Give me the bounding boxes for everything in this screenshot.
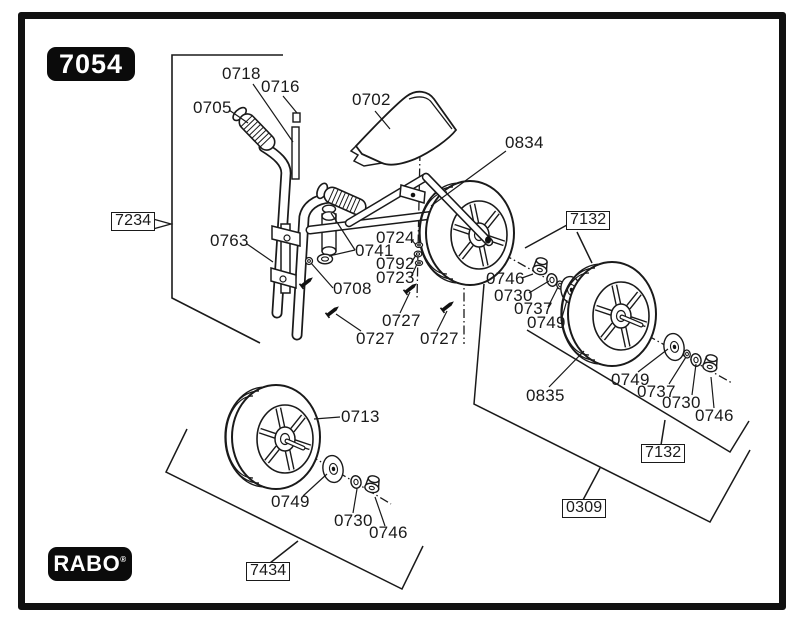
part-label-0737-1: 0737 xyxy=(514,299,553,318)
hub-disc-0749 xyxy=(320,453,346,485)
part-label-0727-2: 0727 xyxy=(356,329,395,348)
frame-beam xyxy=(305,209,447,235)
washer-0737 xyxy=(682,348,692,360)
cap-nut-0746 xyxy=(363,473,382,495)
registered-trademark-icon: ® xyxy=(120,555,127,564)
part-label-0746-3: 0746 xyxy=(369,523,408,542)
handlebar-grip-left xyxy=(229,104,279,155)
part-label-0737-2: 0737 xyxy=(637,382,676,401)
left-axle-pin xyxy=(284,438,306,451)
part-label-0741: 0741 xyxy=(355,241,394,260)
brand-logo: RABO® xyxy=(48,547,132,581)
seat-mount-plate xyxy=(399,184,426,204)
assembly-label-7132-2: 7132 xyxy=(641,444,686,463)
spacer-cylinder-0741 xyxy=(316,204,337,265)
fork-over-wheel xyxy=(421,172,494,247)
part-label-0705: 0705 xyxy=(193,98,232,117)
assembly-label-0309: 0309 xyxy=(562,499,607,518)
part-label-0708: 0708 xyxy=(333,279,372,298)
right-axle-parts-outer xyxy=(661,331,720,374)
rod-cap-0718 xyxy=(292,112,301,123)
group-bracket-7132-top xyxy=(524,224,593,264)
group-bracket-7234 xyxy=(152,54,283,344)
group-outline-7132 xyxy=(526,329,750,454)
part-label-0792: 0792 xyxy=(376,254,415,273)
part-label-0749-3: 0749 xyxy=(271,492,310,511)
part-label-0727-3: 0727 xyxy=(420,329,459,348)
part-label-0730-2: 0730 xyxy=(662,393,701,412)
assembly-label-7132-1: 7132 xyxy=(566,211,611,230)
steering-bar-0763 xyxy=(270,223,301,294)
part-label-0749-1: 0749 xyxy=(527,313,566,332)
item-number-badge: 7054 xyxy=(47,47,135,81)
seat-post-parts xyxy=(413,242,424,267)
washer-0724 xyxy=(414,242,424,249)
part-label-0716: 0716 xyxy=(261,77,300,96)
part-label-0702: 0702 xyxy=(352,90,391,109)
part-label-0718: 0718 xyxy=(222,64,261,83)
rear-axle-pin xyxy=(619,314,644,328)
part-label-0727-1: 0727 xyxy=(382,311,421,330)
part-label-0730-3: 0730 xyxy=(334,511,373,530)
part-label-0749-2: 0749 xyxy=(611,370,650,389)
cap-nut-0746 xyxy=(701,352,720,374)
push-rod-0716 xyxy=(291,112,301,180)
left-axle-parts xyxy=(320,453,382,495)
part-label-0746-1: 0746 xyxy=(486,269,525,288)
seat-0702 xyxy=(349,90,458,167)
brand-name: RABO xyxy=(53,551,121,576)
leader-lines xyxy=(228,83,715,527)
rear-wheel-0835 xyxy=(561,262,656,366)
left-wheel-0713 xyxy=(225,385,320,489)
part-label-0730-1: 0730 xyxy=(494,286,533,305)
cap-nut-0746 xyxy=(531,255,550,277)
assembly-label-7434: 7434 xyxy=(246,562,291,581)
part-label-0746-2: 0746 xyxy=(695,406,734,425)
washer-0730 xyxy=(349,474,363,490)
group-outline-0309 xyxy=(473,283,751,523)
hub-disc-0749 xyxy=(661,331,687,363)
part-label-0763: 0763 xyxy=(210,231,249,250)
part-label-0723: 0723 xyxy=(376,268,415,287)
assembly-label-7234: 7234 xyxy=(111,212,156,231)
part-label-0713: 0713 xyxy=(341,407,380,426)
part-label-0834: 0834 xyxy=(505,133,544,152)
group-outline-7434 xyxy=(164,428,424,591)
part-label-0724: 0724 xyxy=(376,228,415,247)
bolt-0708 xyxy=(304,256,314,266)
part-label-0835: 0835 xyxy=(526,386,565,405)
